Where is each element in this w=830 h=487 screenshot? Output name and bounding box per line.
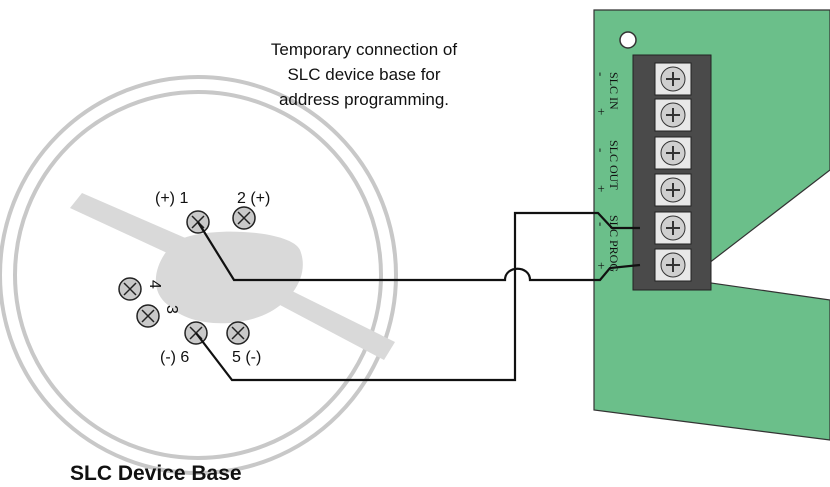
terminal-6-label: (-) 6 (160, 349, 189, 366)
circuit-board (593, 9, 830, 441)
wire-positive (197, 221, 641, 282)
caption-line-2: SLC device base for (287, 65, 440, 84)
terminal-5-label: 5 (-) (232, 349, 261, 366)
label-slc-out: SLC OUT (607, 140, 621, 190)
base-outer-ring (0, 75, 398, 475)
caption-line-3: address programming. (279, 90, 449, 109)
polarity-minus-2: - (594, 148, 609, 152)
base-inner-ring (13, 90, 383, 460)
terminal-3-label: 3 (163, 305, 180, 314)
wire-negative (195, 211, 640, 382)
label-slc-prog: SLC PROG (607, 215, 621, 272)
base-title: SLC Device Base (70, 462, 242, 485)
board-mounting-hole (619, 31, 637, 49)
terminal-screws (654, 62, 692, 282)
terminal-4-label: 4 (146, 280, 163, 289)
terminal-1-label: (+) 1 (155, 190, 188, 207)
wires (195, 211, 641, 382)
polarity-plus-3: + (594, 262, 609, 269)
caption-line-1: Temporary connection of (271, 40, 457, 59)
polarity-plus-2: + (594, 185, 609, 192)
polarity-minus-1: - (594, 72, 609, 76)
base-body (70, 193, 395, 360)
polarity-plus-1: + (594, 108, 609, 115)
terminal-2-label: 2 (+) (237, 190, 270, 207)
label-slc-in: SLC IN (607, 72, 621, 110)
polarity-minus-3: - (594, 222, 609, 226)
